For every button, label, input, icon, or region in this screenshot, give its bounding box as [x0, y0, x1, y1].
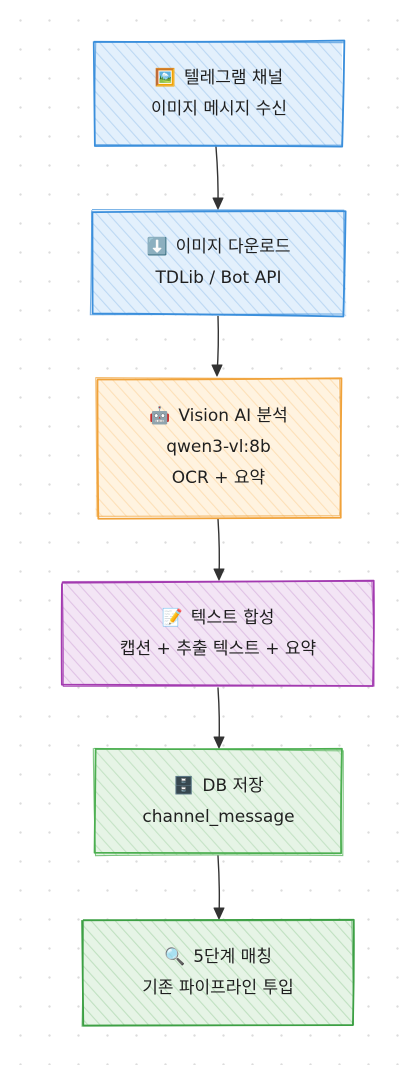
magnifier-icon: 🔍: [164, 947, 186, 967]
flow-node-2: [89, 209, 347, 318]
arrow-n3-to-n4: [213, 518, 225, 581]
node-detail: 캡션 + 추출 텍스트 + 요약: [119, 639, 317, 659]
node-title: 🗄️ DB 저장: [173, 771, 264, 802]
node-detail: OCR + 요약: [171, 468, 266, 488]
node-detail: qwen3-vl:8b: [166, 437, 271, 457]
node-title: ⬇️ 이미지 다운로드: [146, 232, 290, 263]
node-title-text: 이미지 다운로드: [175, 237, 291, 257]
node-detail: channel_message: [142, 807, 295, 827]
arrow-n1-to-n2: [212, 146, 224, 210]
node-detail: TDLib / Bot API: [155, 268, 282, 288]
database-icon: 🗄️: [173, 776, 195, 796]
node-title-text: 텔레그램 채널: [183, 68, 284, 88]
node-title: 🔍 5단계 매칭: [164, 942, 272, 973]
flow-node-1: [92, 39, 346, 148]
node-title-text: Vision AI 분석: [178, 406, 288, 426]
node-title: 📝 텍스트 합성: [162, 603, 275, 634]
arrow-n4-to-n5: [213, 687, 225, 749]
flow-node-6: [81, 918, 355, 1027]
node-title-text: 텍스트 합성: [190, 608, 275, 628]
image-icon: 🖼️: [154, 68, 176, 88]
memo-icon: 📝: [161, 608, 183, 628]
download-icon: ⬇️: [146, 237, 168, 257]
node-title: 🖼️ 텔레그램 채널: [155, 63, 283, 94]
node-detail: 이미지 메시지 수신: [151, 99, 287, 119]
arrow-n2-to-n3: [211, 315, 223, 377]
flow-node-2-label: ⬇️ 이미지 다운로드 TDLib / Bot API: [92, 211, 345, 315]
arrow-n5-to-n6: [213, 855, 225, 920]
flow-node-5-label: 🗄️ DB 저장 channel_message: [95, 750, 342, 854]
node-detail: 기존 파이프라인 투입: [142, 978, 294, 998]
flow-node-3: [95, 377, 343, 520]
node-title-text: DB 저장: [202, 776, 264, 796]
flow-node-4: [60, 579, 375, 688]
node-title-text: 5단계 매칭: [193, 947, 272, 967]
node-title: 🤖 Vision AI 분석: [149, 401, 288, 432]
robot-icon: 🤖: [149, 406, 171, 426]
flow-node-5: [92, 747, 344, 857]
